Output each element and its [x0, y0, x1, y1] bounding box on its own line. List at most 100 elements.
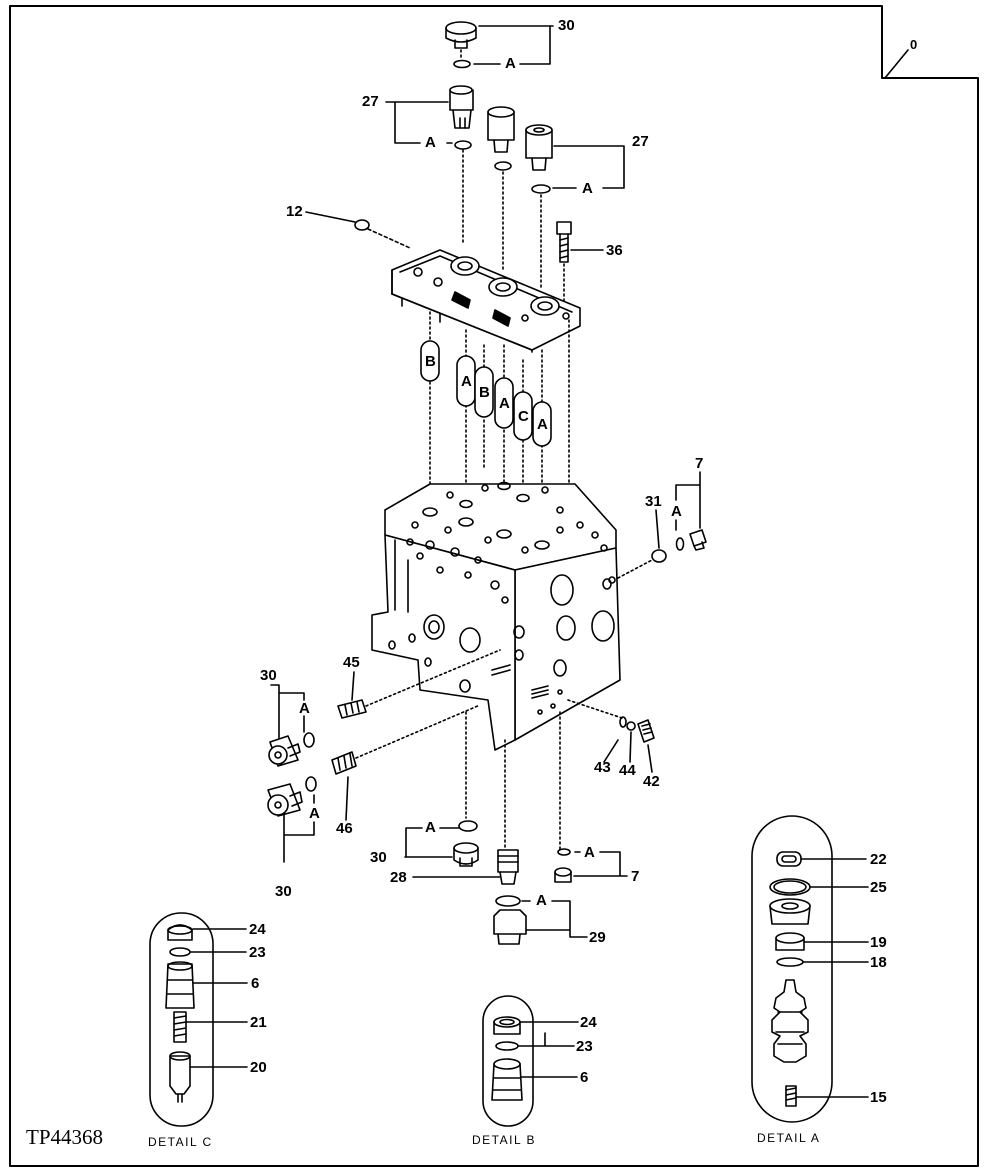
spring-45 — [337, 649, 501, 719]
leader-a1 — [473, 25, 554, 65]
detail-c-caption: DETAIL C — [148, 1135, 213, 1149]
part-label-30-top: 30 — [558, 17, 575, 34]
part-label-12: 12 — [286, 203, 303, 220]
corner-label: 0 — [910, 37, 918, 52]
spool-tag-1: B — [425, 353, 436, 370]
figure-id: TP44368 — [26, 1125, 104, 1149]
leader-12 — [305, 211, 356, 223]
part-label-6-c: 6 — [251, 975, 260, 992]
spool-tag-2: A — [461, 373, 472, 390]
oring-7-bottom — [557, 848, 571, 856]
part-label-31: 31 — [645, 493, 662, 510]
detail-b-leaders — [517, 1021, 579, 1078]
seal-ref-a3: A — [582, 180, 593, 197]
part-label-7-right: 7 — [695, 455, 704, 472]
part-label-6-b: 6 — [580, 1069, 589, 1086]
cover-plate — [391, 249, 581, 353]
oring-30-center — [458, 820, 478, 832]
plug-31 — [617, 549, 667, 579]
part-label-30-bottom-left: 30 — [275, 883, 292, 900]
leader-46 — [345, 776, 349, 821]
detail-b-parts — [491, 1016, 523, 1101]
leader-30-center — [404, 827, 460, 858]
part-label-24-b: 24 — [580, 1014, 597, 1031]
part-label-7-bottom: 7 — [631, 868, 640, 885]
leader-7-bottom — [573, 851, 628, 877]
part-label-28: 28 — [390, 869, 407, 886]
part-label-45: 45 — [343, 654, 360, 671]
fitting-27-right — [525, 124, 553, 171]
part-label-23-b: 23 — [576, 1038, 593, 1055]
part-label-43: 43 — [594, 759, 611, 776]
plug-30-left — [268, 735, 301, 767]
fitting-mid — [487, 106, 515, 153]
part-label-30-center: 30 — [370, 849, 387, 866]
leader-29 — [521, 900, 588, 938]
seal-ref-a7: A — [425, 819, 436, 836]
fitting-27-left — [449, 85, 474, 129]
seal-ref-a1: A — [505, 55, 516, 72]
leader-30-bottom-left — [283, 794, 315, 863]
detail-b-frame — [482, 995, 534, 1127]
part-label-15: 15 — [870, 1089, 887, 1106]
oring-top — [453, 59, 471, 69]
leader-31 — [655, 509, 660, 549]
spool-tag-4: A — [499, 395, 510, 412]
detail-c-leaders — [185, 928, 248, 1068]
part-label-30-left: 30 — [260, 667, 277, 684]
ball-44 — [626, 721, 636, 731]
part-label-24-c: 24 — [249, 921, 266, 938]
detail-a-frame — [751, 815, 833, 1123]
seal-ref-a9: A — [536, 892, 547, 909]
spool-tag-6: A — [537, 416, 548, 433]
detail-b-caption: DETAIL B — [472, 1133, 537, 1147]
plug-12 — [354, 219, 411, 249]
relief-28 — [497, 849, 519, 885]
part-label-36: 36 — [606, 242, 623, 259]
seal-ref-a6: A — [309, 805, 320, 822]
leader-27-right — [552, 145, 625, 189]
plug-7-right — [689, 529, 707, 551]
detail-c-parts — [165, 924, 195, 1103]
plug-29 — [493, 895, 527, 945]
leader-27-left — [385, 101, 453, 144]
leaders-43-44-42 — [603, 731, 653, 773]
part-label-18: 18 — [870, 954, 887, 971]
plug-7-bottom — [554, 867, 572, 883]
oring-43 — [619, 716, 627, 728]
oring-mid — [494, 161, 512, 171]
spring-46 — [331, 704, 481, 775]
part-label-20: 20 — [250, 1059, 267, 1076]
spring-42 — [637, 719, 655, 743]
valve-body — [371, 481, 621, 751]
part-label-44: 44 — [619, 762, 636, 779]
spools — [420, 340, 552, 447]
seal-ref-a8: A — [584, 844, 595, 861]
part-label-27-right: 27 — [632, 133, 649, 150]
frame-border — [9, 5, 979, 1167]
oring-30-left — [303, 732, 315, 748]
leader-7-right — [675, 471, 701, 531]
part-label-23-c: 23 — [249, 944, 266, 961]
corner-leader — [884, 49, 909, 79]
part-label-19: 19 — [870, 934, 887, 951]
seal-ref-a2: A — [425, 134, 436, 151]
detail-a-parts — [769, 851, 811, 1107]
spool-tag-3: B — [479, 384, 490, 401]
plug-30-bottom-left — [267, 783, 303, 817]
oring-27-left — [454, 140, 472, 150]
seal-ref-a5: A — [299, 700, 310, 717]
plug-30-top — [445, 21, 477, 59]
part-label-42: 42 — [643, 773, 660, 790]
seal-ref-a4: A — [671, 503, 682, 520]
leader-45 — [351, 671, 355, 701]
detail-a-leaders — [795, 858, 869, 1098]
leader-30-left — [270, 684, 305, 739]
oring-30-bottom-left — [305, 776, 317, 792]
part-label-21: 21 — [250, 1014, 267, 1031]
oring-7-right — [675, 537, 685, 551]
detail-c-frame — [149, 912, 214, 1127]
plug-30-center — [453, 842, 479, 867]
part-label-22: 22 — [870, 851, 887, 868]
